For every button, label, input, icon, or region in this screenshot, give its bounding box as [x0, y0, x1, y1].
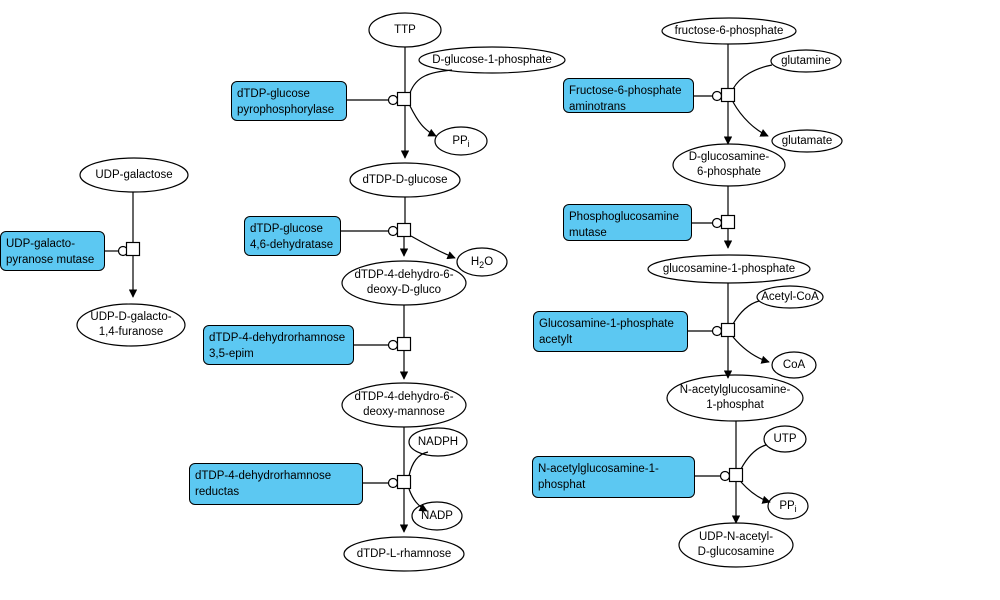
- enzyme-link-circle: [387, 94, 399, 106]
- metabolite-ellipse[interactable]: [368, 12, 442, 48]
- metabolite-ellipse[interactable]: [647, 254, 811, 284]
- enzyme-box-udp-galactopyranose-mutase[interactable]: UDP-galacto-pyranose mutase: [0, 231, 105, 271]
- edge-rxn2-to-h2o: [410, 235, 456, 260]
- metabolite-ellipse[interactable]: [349, 162, 461, 198]
- enzyme-label-line: aminotrans: [569, 101, 626, 113]
- enzyme-link-circle: [711, 217, 723, 229]
- edge-rxn-to-glutamate: [732, 101, 769, 137]
- enzyme-label-line: 3,5-epim: [209, 348, 254, 360]
- metabolite-ellipse[interactable]: [434, 126, 488, 156]
- metabolite-ellipse[interactable]: [763, 425, 807, 453]
- enzyme-box-dtdp-glucose-pyrophosphorylase[interactable]: dTDP-glucose pyrophosphorylase: [231, 81, 347, 121]
- reaction-node-rxn-fructose-6-phosphate-aminotrans[interactable]: [720, 87, 736, 103]
- enzyme-box-dtdp-4-dehydrorhamnose-reductas[interactable]: dTDP-4-dehydrorhamnose reductas: [189, 463, 363, 505]
- enzyme-label-line: Glucosamine-1-phosphate: [539, 318, 674, 330]
- metabolite-ellipse[interactable]: [770, 49, 842, 73]
- enzyme-link-circle: [711, 90, 723, 102]
- enzyme-label-line: Phosphoglucosamine: [569, 211, 679, 223]
- metabolite-ellipse[interactable]: [79, 157, 189, 193]
- edge-glutamine-to-rxn: [732, 64, 773, 90]
- enzyme-label-line: 4,6-dehydratase: [250, 239, 334, 251]
- metabolite-ellipse[interactable]: [341, 260, 467, 306]
- enzyme-label-line: N-acetylglucosamine-1-: [538, 463, 659, 475]
- enzyme-label-line: Fructose-6-phosphate: [569, 85, 682, 97]
- metabolite-ellipse[interactable]: [771, 351, 817, 379]
- enzyme-label-line: pyrophosphorylase: [237, 104, 335, 116]
- edge-rxn1-to-ppi: [409, 105, 437, 137]
- metabolite-ellipses: [76, 12, 843, 572]
- enzyme-link-circle: [711, 325, 723, 337]
- metabolite-ellipse[interactable]: [456, 247, 508, 277]
- enzyme-label-line: mutase: [569, 227, 607, 239]
- reaction-node-rxn-dtdp-glucose-4-6-dehydratase[interactable]: [396, 222, 412, 238]
- enzyme-label-line: phosphat: [538, 479, 586, 491]
- enzyme-link-circle: [387, 225, 399, 237]
- edge-rxn4-to-nadp: [408, 488, 428, 512]
- metabolite-ellipse[interactable]: [767, 492, 809, 520]
- enzyme-box-glucosamine-1-phosphate-acetylt[interactable]: Glucosamine-1-phosphate acetylt: [533, 311, 688, 352]
- enzyme-label-line: dTDP-4-dehydrorhamnose: [195, 470, 332, 482]
- enzyme-label-line: acetylt: [539, 334, 573, 346]
- edge-nadph-to-rxn4: [408, 451, 429, 477]
- metabolite-ellipse[interactable]: [341, 382, 467, 428]
- enzyme-label-line: dTDP-glucose: [250, 223, 323, 235]
- enzyme-box-dtdp-glucose-4-6-dehydratase[interactable]: dTDP-glucose 4,6-dehydratase: [244, 216, 341, 256]
- reaction-node-squares: [125, 87, 744, 490]
- enzyme-box-dtdp-4-dehydrorhamnose-3-5-epim[interactable]: dTDP-4-dehydrorhamnose 3,5-epim: [203, 325, 354, 365]
- edge-rxn-to-ppi2: [740, 481, 771, 504]
- edge-acetyl-coa-to-rxn: [732, 300, 760, 325]
- reaction-node-rxn-dtdp-4-dehydrorhamnose-reductas[interactable]: [396, 474, 412, 490]
- metabolite-ellipse[interactable]: [76, 303, 186, 347]
- edge-d-glucose-1-phosphate-to-rxn1: [409, 69, 453, 94]
- metabolite-ellipse[interactable]: [771, 129, 843, 153]
- enzyme-label-line: UDP-galacto-: [6, 238, 76, 250]
- enzyme-box-fructose-6-phosphate-aminotrans[interactable]: Fructose-6-phosphate aminotrans: [563, 78, 694, 113]
- enzyme-box-n-acetylglucosamine-1-phosphat-enzyme[interactable]: N-acetylglucosamine-1- phosphat: [532, 456, 695, 498]
- reaction-node-rxn-phosphoglucosamine-mutase[interactable]: [720, 214, 736, 230]
- edge-rxn-to-coa: [732, 336, 770, 364]
- reaction-node-rxn-udp-galactopyranose-mutase[interactable]: [125, 241, 141, 257]
- reaction-node-rxn-n-acetylglucosamine-1-phosphat[interactable]: [728, 467, 744, 483]
- enzyme-link-circle: [387, 477, 399, 489]
- metabolite-ellipse[interactable]: [661, 17, 797, 45]
- reaction-node-rxn-glucosamine-1-phosphate-acetylt[interactable]: [720, 322, 736, 338]
- enzyme-link-circle: [387, 339, 399, 351]
- enzyme-label-line: dTDP-glucose: [237, 88, 310, 100]
- metabolite-ellipse[interactable]: [678, 522, 794, 568]
- enzyme-link-circle: [719, 470, 731, 482]
- enzyme-box-phosphoglucosamine-mutase[interactable]: Phosphoglucosamine mutase: [563, 204, 692, 241]
- metabolite-ellipse[interactable]: [756, 285, 824, 309]
- metabolite-ellipse[interactable]: [666, 374, 804, 422]
- edge-utp-to-rxn: [740, 444, 767, 470]
- enzyme-label-line: reductas: [195, 486, 240, 498]
- metabolite-ellipse[interactable]: [672, 143, 786, 187]
- metabolite-ellipse[interactable]: [418, 46, 566, 74]
- reaction-node-rxn-dtdp-4-dehydrorhamnose-3-5-epim[interactable]: [396, 336, 412, 352]
- metabolite-ellipse[interactable]: [343, 536, 465, 572]
- enzyme-label-line: dTDP-4-dehydrorhamnose: [209, 332, 346, 344]
- enzyme-label-line: pyranose mutase: [6, 254, 95, 266]
- metabolite-ellipse[interactable]: [408, 427, 468, 457]
- reaction-node-rxn-dtdp-glucose-pyrophosphorylase[interactable]: [396, 91, 412, 107]
